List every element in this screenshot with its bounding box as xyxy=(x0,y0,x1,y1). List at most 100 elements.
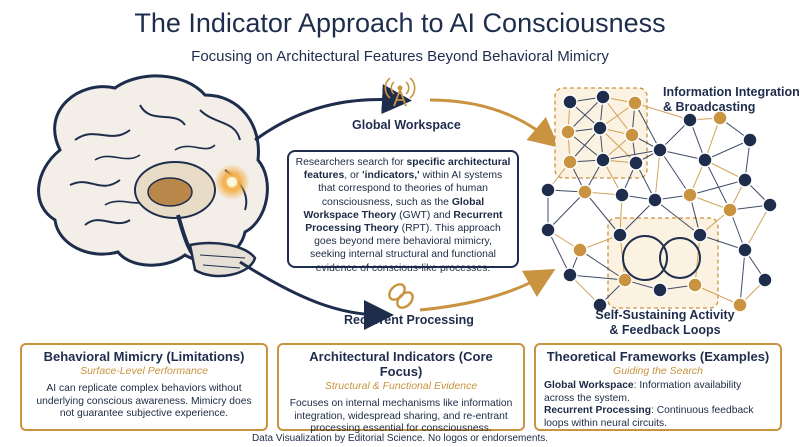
network-node xyxy=(617,272,633,288)
network-node xyxy=(595,152,611,168)
network-node xyxy=(712,110,728,126)
loop-icon xyxy=(388,283,414,309)
card-title: Architectural Indicators (Core Focus) xyxy=(309,349,493,379)
footer-credit: Data Visualization by Editorial Science.… xyxy=(251,433,549,444)
neural-network-illustration xyxy=(540,87,778,313)
network-node xyxy=(562,154,578,170)
network-edge xyxy=(567,96,604,133)
label-info-integration-line1: Information Integration xyxy=(663,85,800,99)
card-title: Theoretical Frameworks (Examples) xyxy=(546,349,770,364)
network-edge xyxy=(634,102,661,151)
network-edge xyxy=(739,249,746,306)
network-node xyxy=(614,187,630,203)
network-node xyxy=(682,187,698,203)
antenna-icon xyxy=(384,77,416,107)
network-edge xyxy=(694,284,741,306)
network-edge xyxy=(694,234,701,286)
center-text-part: within AI systems that correspond to the… xyxy=(318,170,503,208)
network-edge xyxy=(599,127,637,164)
card-body: AI can replicate complex behaviors witho… xyxy=(36,383,252,419)
center-text-part: (RPT). This approach goes beyond mere be… xyxy=(310,223,501,274)
card-subtitle: Structural & Functional Evidence xyxy=(324,380,478,392)
network-node xyxy=(697,152,713,168)
network-node xyxy=(624,127,640,143)
network-edge xyxy=(634,102,691,121)
network-edge xyxy=(547,191,586,231)
page-title: The Indicator Approach to AI Consciousne… xyxy=(134,8,666,38)
network-edge xyxy=(579,249,626,281)
card-title: Behavioral Mimicry (Limitations) xyxy=(43,349,245,364)
network-node xyxy=(737,172,753,188)
center-text-part: , or xyxy=(344,170,363,182)
framework-rp-text: : Continuous feedback loops within neura… xyxy=(544,405,754,429)
framework-gw-text: : Information availability across the sy… xyxy=(544,380,742,404)
arrow-global-workspace xyxy=(254,84,412,142)
network-node xyxy=(692,227,708,243)
network-edge xyxy=(704,159,731,211)
center-description-box: Researchers search for specific architec… xyxy=(287,150,519,274)
network-node xyxy=(592,297,608,313)
label-recurrent-processing: Recurrent Processing xyxy=(344,313,474,327)
arrow-to-network-top xyxy=(429,98,560,148)
network-node xyxy=(742,132,758,148)
network-node xyxy=(647,192,663,208)
network-node xyxy=(652,282,668,298)
network-node xyxy=(682,112,698,128)
network-edge xyxy=(659,149,691,196)
network-node xyxy=(540,222,556,238)
network-edge xyxy=(704,139,751,161)
network-node xyxy=(737,242,753,258)
network-edge xyxy=(689,179,746,196)
framework-gw-label: Global Workspace xyxy=(544,380,634,391)
label-self-sustaining-line1: Self-Sustaining Activity xyxy=(595,308,735,322)
card-subtitle: Surface-Level Performance xyxy=(80,365,208,377)
center-text-bold: specific architectural features xyxy=(303,157,511,182)
network-node xyxy=(687,277,703,293)
center-text-part: Researchers search for xyxy=(295,157,407,168)
card-subtitle: Guiding the Search xyxy=(613,365,703,377)
framework-rp-label: Recurrent Processing xyxy=(544,405,652,416)
network-edge xyxy=(744,204,771,251)
center-text-bold: 'indicators,' xyxy=(362,170,420,182)
card-architectural-indicators: Architectural Indicators (Core Focus) St… xyxy=(277,343,525,434)
network-edge xyxy=(619,199,656,236)
network-edge xyxy=(569,274,626,281)
network-edge xyxy=(584,191,621,236)
network-node xyxy=(560,124,576,140)
network-node xyxy=(562,94,578,110)
label-global-workspace: Global Workspace xyxy=(352,118,461,132)
network-node xyxy=(540,182,556,198)
network-node xyxy=(628,155,644,171)
network-edge xyxy=(602,149,661,161)
network-node xyxy=(612,227,628,243)
network-node xyxy=(595,89,611,105)
network-edge xyxy=(654,199,701,236)
label-info-integration: Information Integration & Broadcasting xyxy=(663,85,800,115)
card-theoretical-frameworks: Theoretical Frameworks (Examples) Guidin… xyxy=(534,343,782,431)
card-behavioral-mimicry: Behavioral Mimicry (Limitations) Surface… xyxy=(20,343,268,431)
network-node xyxy=(577,184,593,200)
network-node xyxy=(762,197,778,213)
network-edge xyxy=(699,234,746,251)
network-node xyxy=(757,272,773,288)
network-node xyxy=(652,142,668,158)
label-self-sustaining: Self-Sustaining Activity & Feedback Loop… xyxy=(595,308,735,338)
page-subtitle: Focusing on Architectural Features Beyon… xyxy=(191,48,609,65)
label-self-sustaining-line2: & Feedback Loops xyxy=(609,323,721,337)
network-node xyxy=(732,297,748,313)
center-text-part: (GWT) and xyxy=(396,209,454,221)
network-node xyxy=(722,202,738,218)
center-text-bold: Global Workspace Theory xyxy=(303,196,485,221)
network-node xyxy=(562,267,578,283)
network-node xyxy=(627,95,643,111)
network-node xyxy=(572,242,588,258)
brain-illustration xyxy=(37,74,269,278)
center-text-bold: Recurrent Processing Theory xyxy=(305,209,503,235)
network-edge xyxy=(654,149,661,201)
network-edge xyxy=(547,229,571,276)
network-node xyxy=(592,120,608,136)
arrow-recurrent-processing xyxy=(239,260,394,330)
arrow-to-network-bottom xyxy=(419,269,556,312)
card-body: Focuses on internal mechanisms like info… xyxy=(289,398,513,434)
